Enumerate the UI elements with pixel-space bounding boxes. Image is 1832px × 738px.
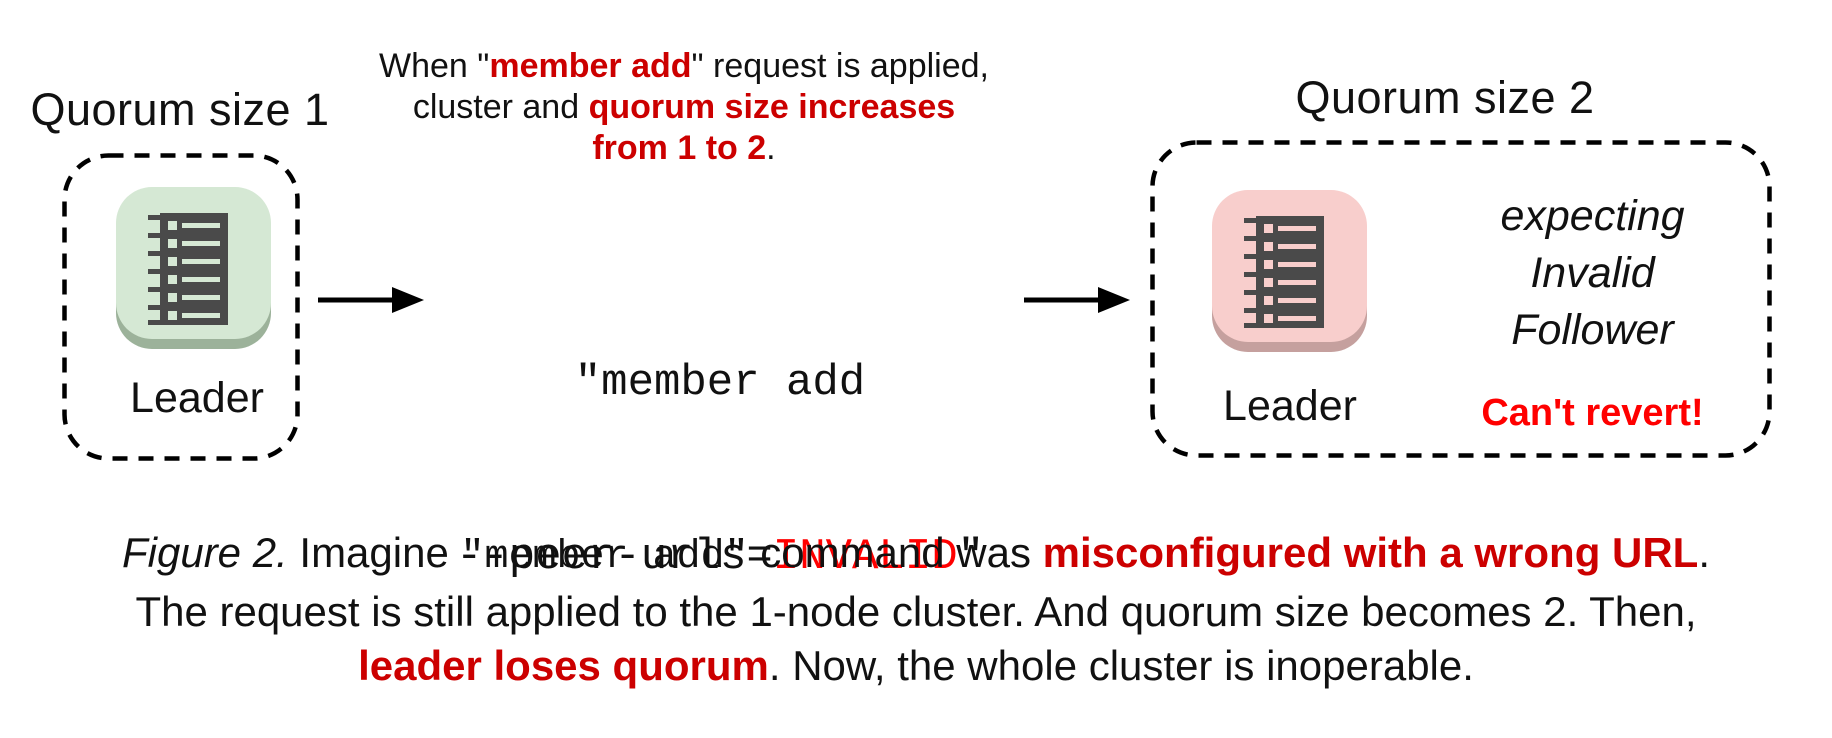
figure-number: Figure 2. (121, 529, 288, 576)
status-line: Invalid (1530, 249, 1655, 297)
command-invalid-url: INVALID (772, 532, 958, 582)
annotation-text: When "member add" request is applied, cl… (378, 46, 990, 169)
annotation-highlight: from 1 to 2 (592, 129, 767, 167)
caption-segment: . Now, the whole cluster is inoperable. (768, 642, 1474, 689)
member-add-command: "member add --peer-urls=INVALID" (420, 238, 1020, 702)
annotation-line-1: When "member add" request is applied, (378, 46, 990, 87)
caption-line-3: leader loses quorum. Now, the whole clus… (0, 639, 1832, 693)
left-cluster-box (62, 153, 300, 461)
command-line-2: --peer-urls=INVALID" (420, 528, 1020, 586)
leader-node-icon-pink (1212, 190, 1367, 352)
caption-highlight: leader loses quorum (358, 642, 769, 689)
figure-caption: Figure 2. Imagine "member add" command w… (0, 526, 1832, 693)
arrow-right-icon (1024, 287, 1130, 313)
annotation-highlight: member add (489, 47, 692, 85)
left-cluster-title: Quorum size 1 (30, 84, 330, 135)
ledger-glyph (148, 213, 228, 325)
annotation-segment: " request is applied, (691, 47, 989, 85)
status-line: Follower (1511, 306, 1674, 354)
annotation-line-3: from 1 to 2. (378, 128, 990, 169)
right-cluster-box (1150, 140, 1772, 458)
command-text: --peer-urls= (455, 532, 773, 582)
caption-code: "member add" (460, 535, 749, 580)
expected-follower-status: expecting Invalid Follower (1440, 188, 1745, 359)
caption-segment: Imagine (287, 529, 461, 576)
arrow-right-icon (318, 287, 424, 313)
caption-segment: command was (748, 529, 1043, 576)
ledger-glyph-rows (168, 221, 220, 320)
command-line-1: "member add (420, 354, 1020, 412)
right-cluster-title: Quorum size 2 (1295, 72, 1595, 123)
ledger-glyph-rows (1264, 224, 1316, 323)
caption-line-1: Figure 2. Imagine "member add" command w… (0, 526, 1832, 585)
ledger-glyph (1244, 216, 1324, 328)
caption-highlight: misconfigured with a wrong URL (1042, 529, 1699, 576)
command-text: "member add (574, 358, 866, 408)
cant-revert-warning: Can't revert! (1481, 392, 1704, 434)
annotation-segment: cluster and (412, 88, 589, 126)
left-node-label: Leader (130, 374, 264, 422)
annotation-highlight: quorum size increases (588, 88, 956, 126)
caption-line-2: The request is still applied to the 1-no… (135, 588, 1697, 635)
annotation-line-2: cluster and quorum size increases (378, 87, 990, 128)
status-line: expecting (1500, 192, 1685, 240)
command-text: " (957, 532, 985, 582)
caption-segment: . (1698, 529, 1711, 576)
annotation-segment: When " (379, 47, 490, 85)
annotation-segment: . (766, 129, 776, 167)
right-node-label: Leader (1223, 382, 1357, 430)
leader-node-icon-green (116, 187, 271, 349)
